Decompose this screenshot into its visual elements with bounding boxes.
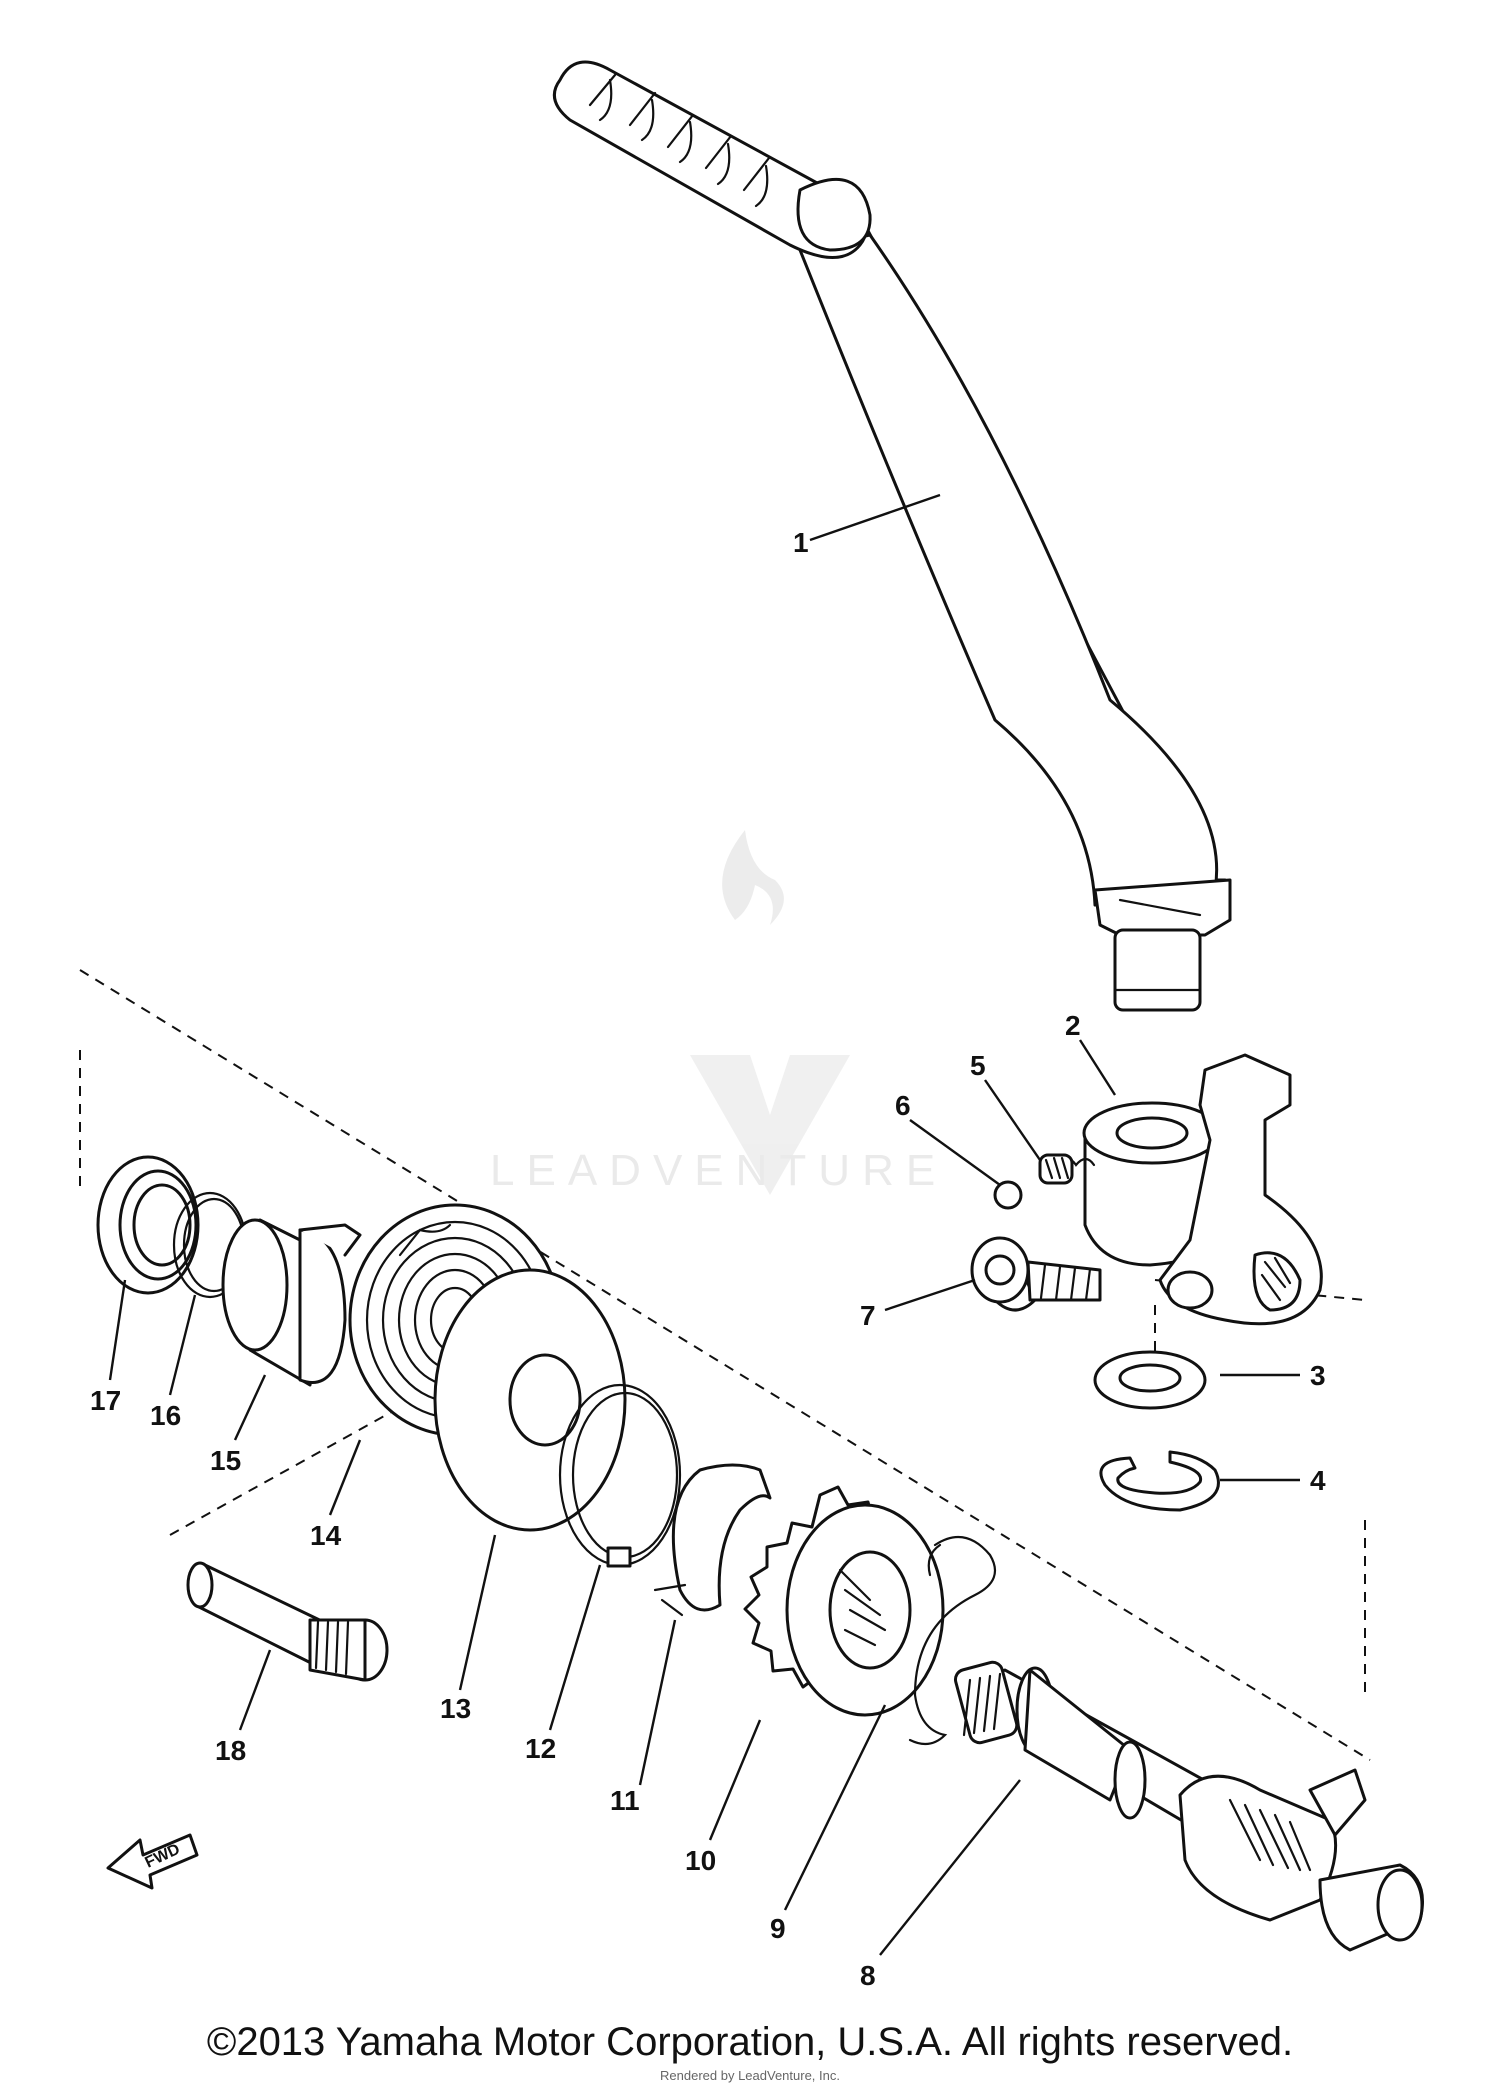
spring-guide-plate [433,1268,627,1532]
callout-8: 8 [860,1960,876,1991]
kick-boss [1082,1053,1323,1326]
callout-4: 4 [1310,1465,1326,1496]
callout-17: 17 [90,1385,121,1416]
callout-leaders [108,493,1300,1956]
callout-9: 9 [770,1913,786,1944]
snap-ring [558,1383,682,1568]
kick-clip [908,1535,997,1746]
render-credit: Rendered by LeadVenture, Inc. [660,2068,840,2083]
kick-crank-lever [798,223,1232,1012]
pawl-spring [1038,1153,1096,1185]
callout-3: 3 [1310,1360,1326,1391]
thrust-washer [653,1463,772,1617]
callout-18: 18 [215,1735,246,1766]
copyright-notice: ©2013 Yamaha Motor Corporation, U.S.A. A… [206,2020,1294,2064]
watermark-logo: LEADVENTURE [490,830,947,1195]
callout-13: 13 [440,1693,471,1724]
steel-ball [993,1180,1023,1210]
watermark-text: LEADVENTURE [490,1146,947,1195]
callout-14: 14 [310,1520,342,1551]
callout-1: 1 [793,527,809,558]
plain-washer [1093,1350,1207,1410]
spring-cover [221,1218,362,1387]
spring-pin [186,1561,389,1682]
callout-7: 7 [860,1300,876,1331]
kick-crank-grip [552,60,872,259]
callout-2: 2 [1065,1010,1081,1041]
pinch-bolt [970,1236,1102,1312]
callout-12: 12 [525,1733,556,1764]
callout-numbers: 1 2 3 4 5 6 7 8 9 10 11 12 13 14 15 16 1… [90,527,1326,1991]
circlip [1099,1450,1220,1512]
oil-seal [96,1155,200,1295]
callout-5: 5 [970,1050,986,1081]
callout-10: 10 [685,1845,716,1876]
kick-axle [953,1660,1424,1952]
forward-direction-arrow: FWD [106,1833,199,1890]
callout-11: 11 [610,1785,640,1816]
callout-16: 16 [150,1400,181,1431]
kick-gear [743,1485,945,1717]
callout-6: 6 [895,1090,911,1121]
callout-15: 15 [210,1445,241,1476]
